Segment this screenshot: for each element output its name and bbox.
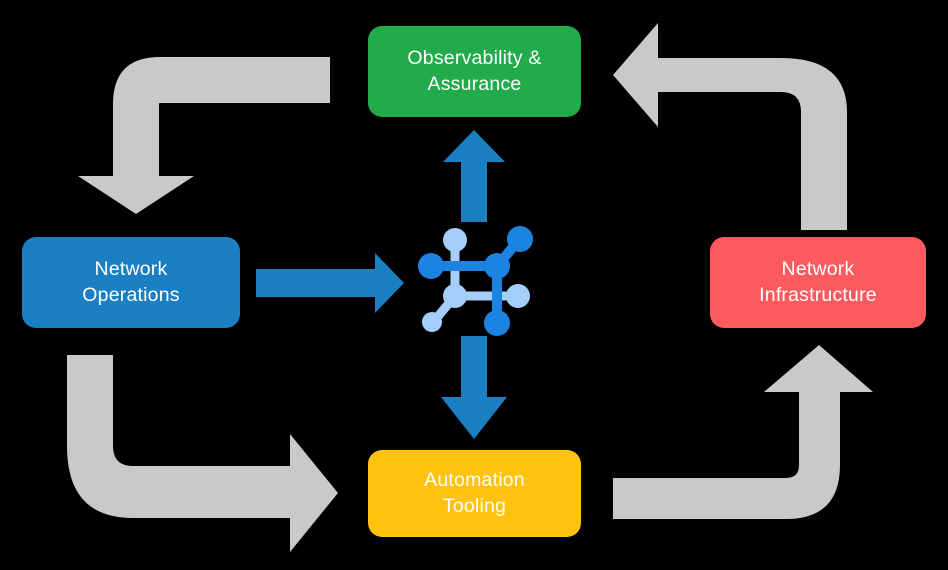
arrow-automation-to-infrastructure [613, 345, 873, 519]
node-infrastructure-label: Network Infrastructure [759, 257, 877, 306]
arrow-center-to-automation [441, 336, 507, 439]
node-automation-tooling[interactable]: Automation Tooling [368, 450, 581, 537]
arrow-observability-to-operations [78, 57, 330, 214]
node-observability-assurance[interactable]: Observability & Assurance [368, 26, 581, 117]
arrow-operations-to-automation [67, 355, 338, 552]
node-network-operations[interactable]: Network Operations [22, 237, 240, 328]
node-observability-label: Observability & Assurance [407, 46, 542, 95]
topology-light-nodes [422, 228, 530, 332]
node-operations-label: Network Operations [82, 257, 180, 306]
arrow-center-to-observability [443, 130, 505, 222]
arrow-operations-to-center [256, 253, 404, 313]
topology-dark-nodes [418, 226, 533, 336]
network-topology-icon-glyph [418, 226, 533, 336]
arrow-infrastructure-to-observability [613, 23, 847, 230]
topology-light-links [430, 237, 502, 325]
node-automation-label: Automation Tooling [424, 468, 525, 517]
node-network-infrastructure[interactable]: Network Infrastructure [710, 237, 926, 328]
